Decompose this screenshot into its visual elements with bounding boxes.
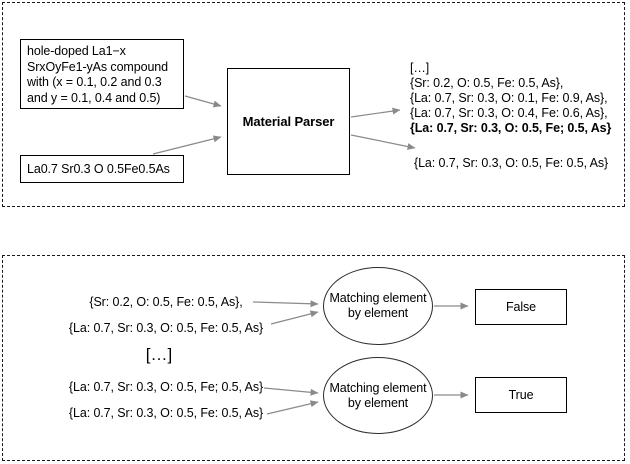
matching-input-line: {La: 0.7, Sr: 0.3, O: 0.5, Fe; 0.5, As} xyxy=(68,380,264,394)
input-compound-text-box: hole-doped La1−x SrxOyFe1-yAs compound w… xyxy=(20,39,184,109)
matcher-ellipse-top: Matching element by element xyxy=(323,267,433,345)
output-list-item: {La: 0.7, Sr: 0.3, O: 0.1, Fe: 0.9, As}, xyxy=(410,91,608,105)
output-list-item: {La: 0.7, Sr: 0.3, O: 0.4, Fe: 0.6, As}, xyxy=(410,106,608,120)
output-list-item: {Sr: 0.2, O: 0.5, Fe: 0.5, As}, xyxy=(410,76,564,90)
result-true-box: True xyxy=(475,377,567,413)
parser-panel xyxy=(2,2,625,207)
input-formula-label: La0.7 Sr0.3 O 0.5Fe0.5As xyxy=(27,161,170,176)
parsed-output-single: {La: 0.7, Sr: 0.3, O: 0.5, Fe: 0.5, As} xyxy=(414,156,609,170)
matching-input-line: {Sr: 0.2, O: 0.5, Fe: 0.5, As}, xyxy=(89,295,243,309)
result-true-label: True xyxy=(508,387,534,402)
matching-ellipsis: […] xyxy=(145,345,173,364)
material-parser-label: Material Parser xyxy=(242,114,335,129)
result-false-label: False xyxy=(505,299,537,314)
input-formula-box: La0.7 Sr0.3 O 0.5Fe0.5As xyxy=(20,155,184,183)
material-parser-box: Material Parser xyxy=(227,68,350,175)
matcher-top-label: Matching element by element xyxy=(329,291,427,320)
result-false-box: False xyxy=(475,289,567,325)
matcher-bottom-label: Matching element by element xyxy=(329,380,427,410)
parsed-output-list: […] {Sr: 0.2, O: 0.5, Fe: 0.5, As}, {La:… xyxy=(410,61,611,136)
output-list-item-highlighted: {La: 0.7, Sr: 0.3, O: 0.5, Fe; 0.5, As} xyxy=(410,121,612,135)
matcher-ellipse-bottom: Matching element by element xyxy=(323,357,433,434)
matching-input-line: {La: 0.7, Sr: 0.3, O: 0.5, Fe: 0.5, As} xyxy=(68,321,264,335)
matching-input-line: {La: 0.7, Sr: 0.3, O: 0.5, Fe: 0.5, As} xyxy=(68,406,264,420)
output-list-ellipsis: […] xyxy=(410,61,430,75)
matching-panel xyxy=(2,255,625,461)
